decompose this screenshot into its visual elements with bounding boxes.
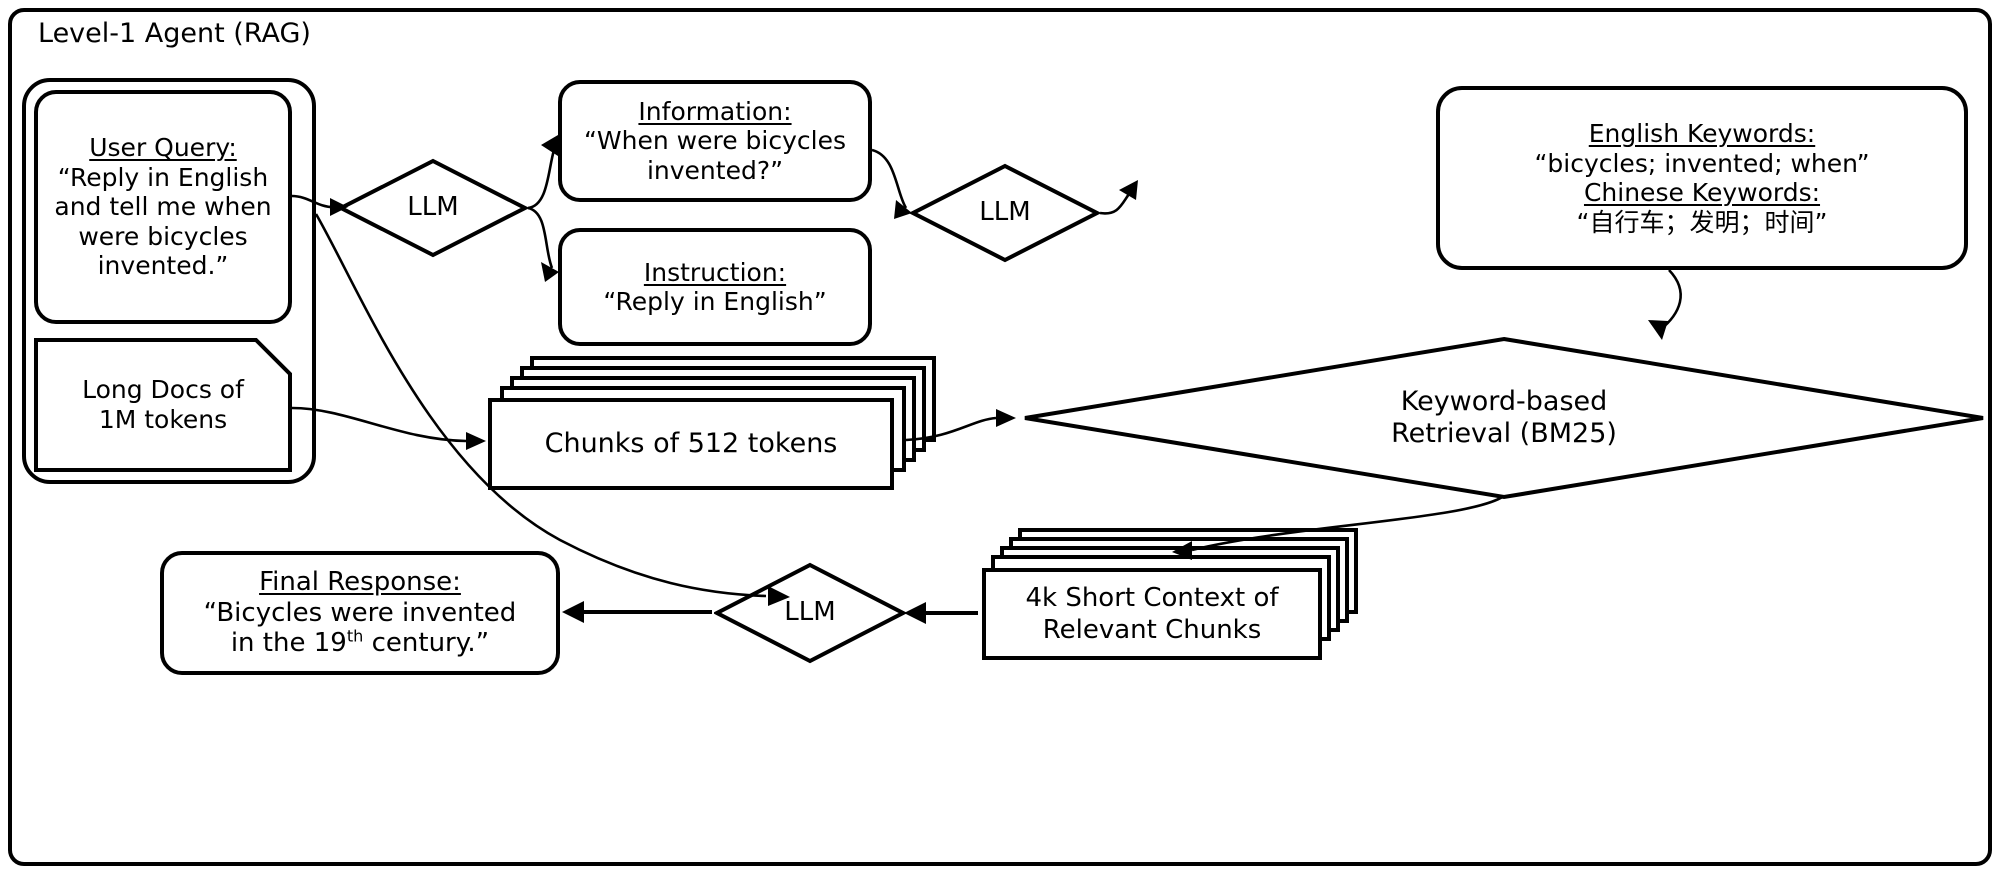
retrieval-label: Keyword-based Retrieval (BM25)	[1022, 336, 1986, 500]
node-llm-2[interactable]: LLM	[910, 163, 1100, 263]
llm-2-label: LLM	[979, 197, 1031, 228]
node-instruction[interactable]: Instruction: “Reply in English”	[558, 228, 872, 346]
diagram-title: Level-1 Agent (RAG)	[38, 18, 311, 49]
node-final-response[interactable]: Final Response: “Bicycles were invented …	[160, 551, 560, 675]
chinese-keywords-body: “自行车；发明；时间”	[1576, 207, 1828, 237]
information-header: Information:	[638, 96, 792, 126]
node-keywords[interactable]: English Keywords: “bicycles; invented; w…	[1436, 86, 1968, 270]
final-response-ordinal-suffix: th	[346, 626, 364, 646]
instruction-header: Instruction:	[643, 257, 787, 287]
long-docs-text: Long Docs of 1M tokens	[82, 375, 244, 435]
english-keywords-header: English Keywords:	[1588, 119, 1816, 148]
english-keywords-body: “bicycles; invented; when”	[1534, 148, 1870, 178]
retrieval-line2: Retrieval (BM25)	[1391, 418, 1617, 449]
node-keyword-retrieval[interactable]: Keyword-based Retrieval (BM25)	[1022, 336, 1986, 500]
final-response-line2: in the 19th century.”	[231, 628, 489, 659]
chunks-card-front: Chunks of 512 tokens	[488, 398, 894, 490]
short-context-line1: 4k Short Context of	[1025, 582, 1279, 613]
node-llm-3[interactable]: LLM	[714, 562, 906, 664]
node-user-query[interactable]: User Query: “Reply in English and tell m…	[34, 90, 292, 324]
user-query-header: User Query:	[89, 133, 237, 163]
information-body: “When were bicycles invented?”	[583, 126, 847, 185]
node-information[interactable]: Information: “When were bicycles invente…	[558, 80, 872, 202]
node-llm-1[interactable]: LLM	[338, 158, 528, 258]
ctx-card-front: 4k Short Context of Relevant Chunks	[982, 568, 1322, 660]
node-short-context[interactable]: 4k Short Context of Relevant Chunks	[982, 528, 1372, 660]
final-response-line2-post: century.”	[363, 628, 490, 659]
retrieval-line1: Keyword-based	[1400, 385, 1608, 417]
llm-1-label: LLM	[407, 192, 459, 223]
document-shape-icon	[34, 338, 292, 472]
chunks-label: Chunks of 512 tokens	[544, 428, 838, 460]
final-response-line1: “Bicycles were invented	[203, 597, 517, 628]
llm-3-label: LLM	[784, 597, 836, 628]
user-query-body: “Reply in English and tell me when were …	[54, 162, 272, 281]
long-docs-line2: 1M tokens	[98, 405, 228, 434]
node-long-docs[interactable]: Long Docs of 1M tokens	[34, 338, 292, 472]
long-docs-line1: Long Docs of	[82, 375, 244, 404]
diamond-shape-icon	[910, 163, 1100, 263]
final-response-header: Final Response:	[259, 566, 461, 597]
instruction-body: “Reply in English”	[603, 287, 827, 316]
node-chunks[interactable]: Chunks of 512 tokens	[488, 356, 948, 492]
final-response-line2-pre: in the 19	[230, 628, 347, 659]
short-context-line2: Relevant Chunks	[1042, 615, 1262, 645]
chinese-keywords-header: Chinese Keywords:	[1583, 178, 1821, 207]
